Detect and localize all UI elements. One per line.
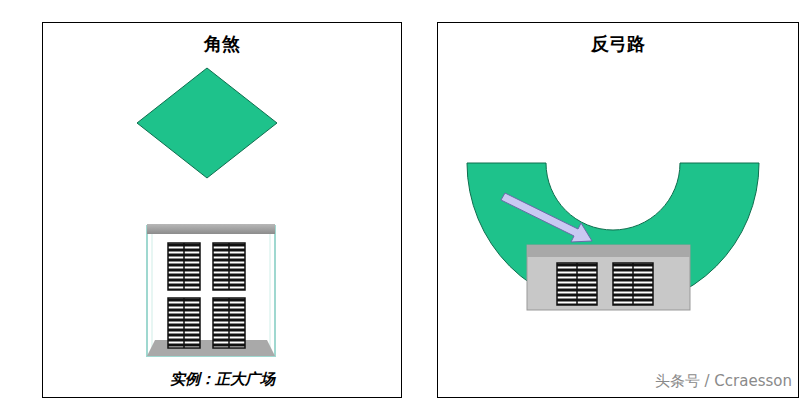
watermark: 头条号 / Ccraesson: [653, 372, 794, 391]
curved-road: [467, 163, 759, 309]
panel-title: 角煞: [43, 32, 401, 56]
impact-arrow: [501, 193, 592, 242]
panel-title: 反弓路: [438, 32, 798, 56]
low-building: [527, 245, 690, 310]
panel-frame: 反弓路: [437, 22, 799, 398]
panel-frame: 角煞实例：正大广场: [42, 22, 402, 398]
example-caption: 实例：正大广场: [43, 370, 401, 389]
sha-diamond: [137, 68, 277, 178]
tower-building: [147, 224, 275, 356]
